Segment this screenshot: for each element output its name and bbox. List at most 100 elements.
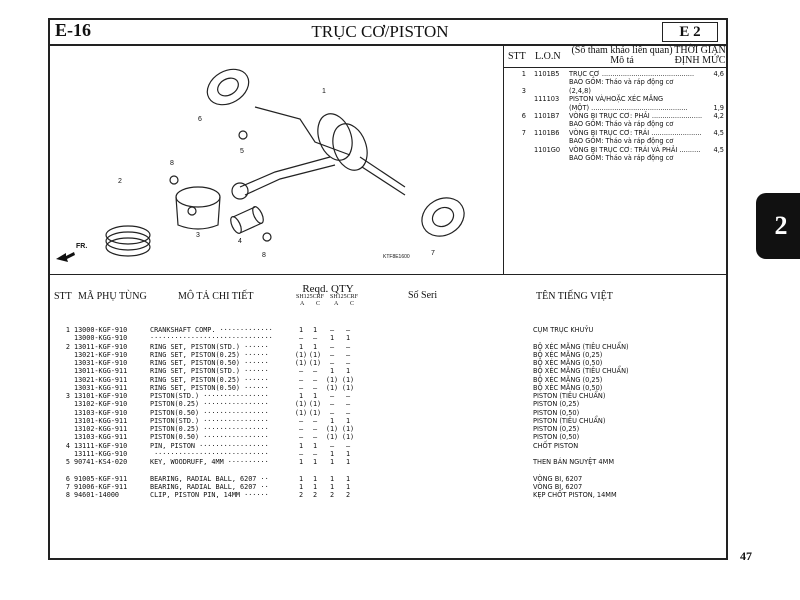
labor-lon: 1101B7	[534, 112, 560, 120]
part-qty: 1	[312, 474, 318, 483]
part-qty: 2	[298, 491, 304, 499]
labor-lon: 1101B6	[534, 128, 560, 137]
parts-row: 13111-KGG-910 ··························…	[50, 450, 720, 458]
labor-lon: 111103	[534, 95, 560, 104]
part-qty: –	[345, 441, 351, 450]
part-vietnamese-name: KẸP CHỐT PISTON, 14MM	[533, 491, 617, 499]
labor-desc: VÒNG BI TRỤC CƠ: TRÁI VÀ PHẢI ..........	[569, 145, 701, 154]
parts-header-a1: A	[300, 301, 305, 307]
part-qty: –	[312, 375, 318, 384]
section-divider	[48, 274, 728, 275]
piston-3	[175, 186, 221, 230]
part-number: 13102-KGF-910	[74, 400, 128, 409]
part-qty: –	[298, 334, 304, 343]
part-description: CRANKSHAFT COMP. ·············	[150, 326, 273, 334]
side-tab[interactable]: 2	[756, 193, 800, 259]
figure-code: KTF8E1600	[383, 254, 410, 260]
part-qty: 1	[312, 392, 318, 400]
part-vietnamese-name: BỘ XÉC MĂNG (0,25)	[533, 375, 603, 384]
part-vietnamese-name: PISTON (0,50)	[533, 408, 580, 417]
callout-8b: 8	[262, 252, 266, 259]
labor-stt: 6	[521, 112, 526, 120]
part-vietnamese-name: PISTON (TIÊU CHUẨN)	[533, 416, 606, 425]
part-qty: (1)	[341, 425, 355, 433]
crankshaft-1	[231, 106, 406, 200]
header-divider	[48, 44, 728, 46]
parts-header-qty: Reqd. QTY	[302, 283, 354, 295]
part-number: 13021-KGF-910	[74, 350, 128, 359]
part-qty: 1	[312, 326, 318, 334]
labor-header-rule	[504, 67, 727, 68]
part-number: 13031-KGF-910	[74, 359, 128, 367]
part-qty: (1)	[325, 433, 339, 442]
parts-header-c1: C	[316, 301, 321, 307]
part-description: ······························	[150, 334, 273, 343]
part-vietnamese-name: BỘ XÉC MĂNG (0,25)	[533, 350, 603, 359]
front-arrow-icon	[56, 252, 75, 262]
labor-stt: 7	[521, 128, 526, 137]
part-qty: –	[298, 383, 304, 392]
ring-set-2	[105, 225, 151, 257]
labor-lon: 1101G0	[534, 145, 561, 154]
part-number: 13111-KGG-910	[74, 449, 128, 458]
part-vietnamese-name: BỘ XÉC MĂNG (TIÊU CHUẨN)	[533, 342, 629, 351]
labor-header-lon: L.O.N	[535, 51, 561, 62]
part-vietnamese-name: BỘ XÉC MĂNG (0,50)	[533, 383, 603, 392]
part-number: 13103-KGG-911	[74, 433, 128, 442]
part-number: 13000-KGF-910	[74, 326, 128, 334]
part-description: PISTON(0.50) ················	[150, 408, 269, 417]
part-description: RING SET, PISTON(STD.) ······	[150, 342, 269, 351]
callout-4: 4	[238, 238, 242, 245]
part-qty: 2	[345, 491, 351, 499]
part-qty: –	[298, 449, 304, 458]
labor-time: 4,2	[713, 112, 725, 120]
part-number: 13102-KGG-911	[74, 425, 128, 433]
part-qty: –	[345, 350, 351, 359]
part-description: RING SET, PISTON(0.25) ······	[150, 375, 269, 384]
callout-8a: 8	[170, 160, 174, 167]
labor-header-stt: STT	[508, 51, 526, 62]
labor-desc: TRỤC CƠ ................................…	[569, 70, 695, 78]
part-qty: (1)	[294, 350, 308, 359]
page-frame	[48, 18, 728, 560]
part-qty: 1	[312, 458, 318, 466]
part-qty: 1	[329, 482, 335, 491]
bearing-left-6	[206, 68, 250, 106]
part-qty: 1	[329, 449, 335, 458]
labor-time: 4,6	[713, 70, 725, 78]
callout-5: 5	[240, 148, 244, 155]
part-vietnamese-name: VÒNG BI, 6207	[533, 474, 583, 483]
part-vietnamese-name: PISTON (0,50)	[533, 433, 580, 442]
part-number: 13021-KGG-911	[74, 375, 128, 384]
part-qty: (1)	[294, 400, 308, 409]
part-qty: 1	[298, 458, 304, 466]
part-qty: 1	[345, 458, 351, 466]
part-qty: 1	[298, 392, 304, 400]
labor-desc: (MỘT) ..................................…	[569, 103, 688, 112]
parts-header-part-no: MÃ PHỤ TÙNG	[78, 291, 147, 302]
bearing-right-7	[421, 197, 465, 237]
callout-1: 1	[322, 88, 326, 95]
part-number: 13031-KGG-911	[74, 383, 128, 392]
part-qty: –	[345, 400, 351, 409]
part-qty: –	[329, 326, 335, 334]
part-number: 90741-KS4-020	[74, 458, 128, 466]
part-qty: 1	[345, 482, 351, 491]
section-code: E-16	[55, 20, 91, 40]
part-number: 13111-KGF-910	[74, 441, 128, 450]
parts-header-stt: STT	[54, 291, 72, 302]
labor-row: 3(2,4,8)	[504, 87, 726, 95]
part-stt: 3	[65, 392, 70, 400]
part-qty: –	[329, 359, 335, 367]
parts-header-serial: Số Seri	[408, 290, 438, 301]
part-stt: 8	[65, 491, 70, 499]
part-qty: 1	[345, 334, 351, 343]
